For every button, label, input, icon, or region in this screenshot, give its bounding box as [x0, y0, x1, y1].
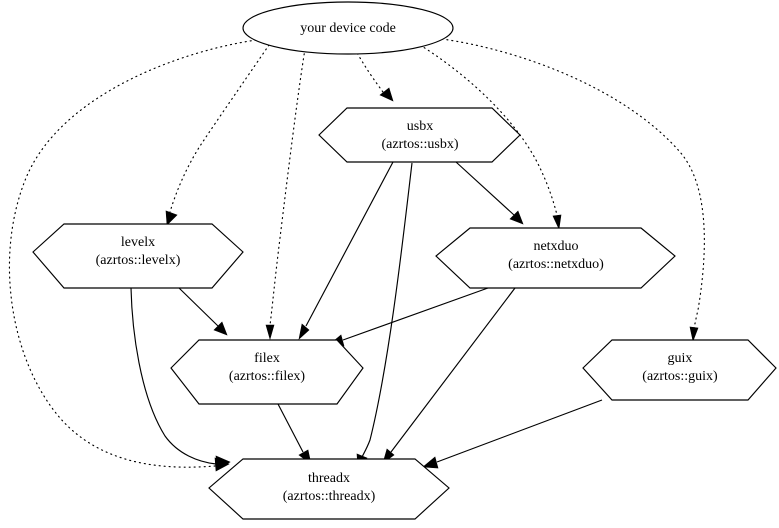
edge-guix-threadx-arrowhead: [422, 456, 439, 469]
edge-usbx-threadx: [356, 162, 413, 470]
edge-netxduo-filex: [328, 287, 489, 347]
node-guix-shape[interactable]: [582, 339, 777, 401]
node-guix-label-name: guix: [668, 351, 693, 366]
edge-usbx-filex-path: [305, 161, 394, 327]
edge-device-guix-path: [441, 38, 705, 329]
edge-netxduo-threadx-path: [390, 287, 516, 453]
node-guix-label-package: (azrtos::guix): [642, 369, 718, 384]
node-filex[interactable]: filex (azrtos::filex): [170, 339, 364, 405]
node-netxduo[interactable]: netxduo (azrtos::netxduo): [435, 227, 676, 289]
edge-levelx-threadx-arrowhead: [215, 455, 231, 470]
node-device-code-label: your device code: [300, 21, 396, 36]
edge-device-netxduo: [419, 44, 562, 231]
node-levelx-label-name: levelx: [121, 235, 155, 250]
edge-device-threadx-path: [8, 39, 257, 468]
edge-guix-threadx: [422, 399, 603, 469]
edge-device-usbx: [354, 48, 394, 102]
node-device-code-shape[interactable]: [242, 1, 454, 55]
edge-device-levelx-arrowhead: [165, 210, 178, 226]
node-filex-label-name: filex: [254, 351, 280, 366]
edge-device-filex-arrowhead: [265, 324, 275, 341]
node-filex-shape[interactable]: [170, 339, 364, 405]
node-threadx[interactable]: threadx (azrtos::threadx): [208, 458, 450, 520]
edge-usbx-filex-arrowhead: [298, 323, 310, 340]
node-netxduo-shape[interactable]: [435, 227, 676, 289]
edge-device-filex: [265, 48, 306, 341]
edge-usbx-netxduo: [455, 161, 524, 225]
edge-filex-threadx: [277, 403, 312, 465]
edge-netxduo-filex-path: [342, 287, 489, 341]
edge-device-guix: [441, 38, 705, 343]
edge-device-netxduo-path: [419, 44, 558, 216]
edge-guix-threadx-path: [436, 399, 603, 463]
edge-device-filex-path: [269, 48, 306, 326]
edge-device-netxduo-arrowhead: [552, 214, 562, 231]
node-threadx-label-package: (azrtos::threadx): [283, 489, 376, 504]
node-usbx-label-name: usbx: [407, 119, 433, 134]
edge-device-levelx-path: [169, 44, 270, 213]
edge-usbx-netxduo-arrowhead: [509, 210, 524, 225]
node-threadx-shape[interactable]: [208, 458, 450, 520]
edge-usbx-threadx-path: [361, 162, 413, 458]
edge-device-usbx-arrowhead: [379, 87, 394, 102]
node-netxduo-label-package: (azrtos::netxduo): [508, 257, 604, 272]
node-levelx[interactable]: levelx (azrtos::levelx): [32, 223, 244, 289]
edge-device-levelx: [165, 44, 270, 226]
edge-levelx-filex: [177, 286, 228, 336]
node-threadx-label-name: threadx: [308, 471, 350, 486]
edge-netxduo-threadx: [382, 287, 516, 464]
edge-filex-threadx-path: [277, 403, 304, 453]
edge-layer: [8, 38, 705, 472]
node-usbx[interactable]: usbx (azrtos::usbx): [318, 107, 521, 163]
node-layer: your device code usbx (azrtos::usbx) lev…: [32, 1, 777, 520]
edge-usbx-netxduo-path: [455, 161, 515, 216]
node-filex-label-package: (azrtos::filex): [229, 369, 306, 384]
node-levelx-shape[interactable]: [32, 223, 244, 289]
edge-levelx-threadx-path: [130, 287, 217, 465]
node-usbx-shape[interactable]: [318, 107, 521, 163]
node-netxduo-label-name: netxduo: [533, 239, 578, 254]
edge-levelx-threadx: [130, 287, 231, 470]
edge-levelx-filex-arrowhead: [213, 321, 228, 336]
edge-device-usbx-path: [354, 48, 384, 93]
node-levelx-label-package: (azrtos::levelx): [96, 253, 181, 268]
edge-device-guix-arrowhead: [689, 326, 699, 343]
node-guix[interactable]: guix (azrtos::guix): [582, 339, 777, 401]
edge-usbx-filex: [298, 161, 394, 340]
node-device-code[interactable]: your device code: [242, 1, 454, 55]
edge-levelx-filex-path: [177, 286, 219, 327]
node-usbx-label-package: (azrtos::usbx): [382, 137, 459, 152]
